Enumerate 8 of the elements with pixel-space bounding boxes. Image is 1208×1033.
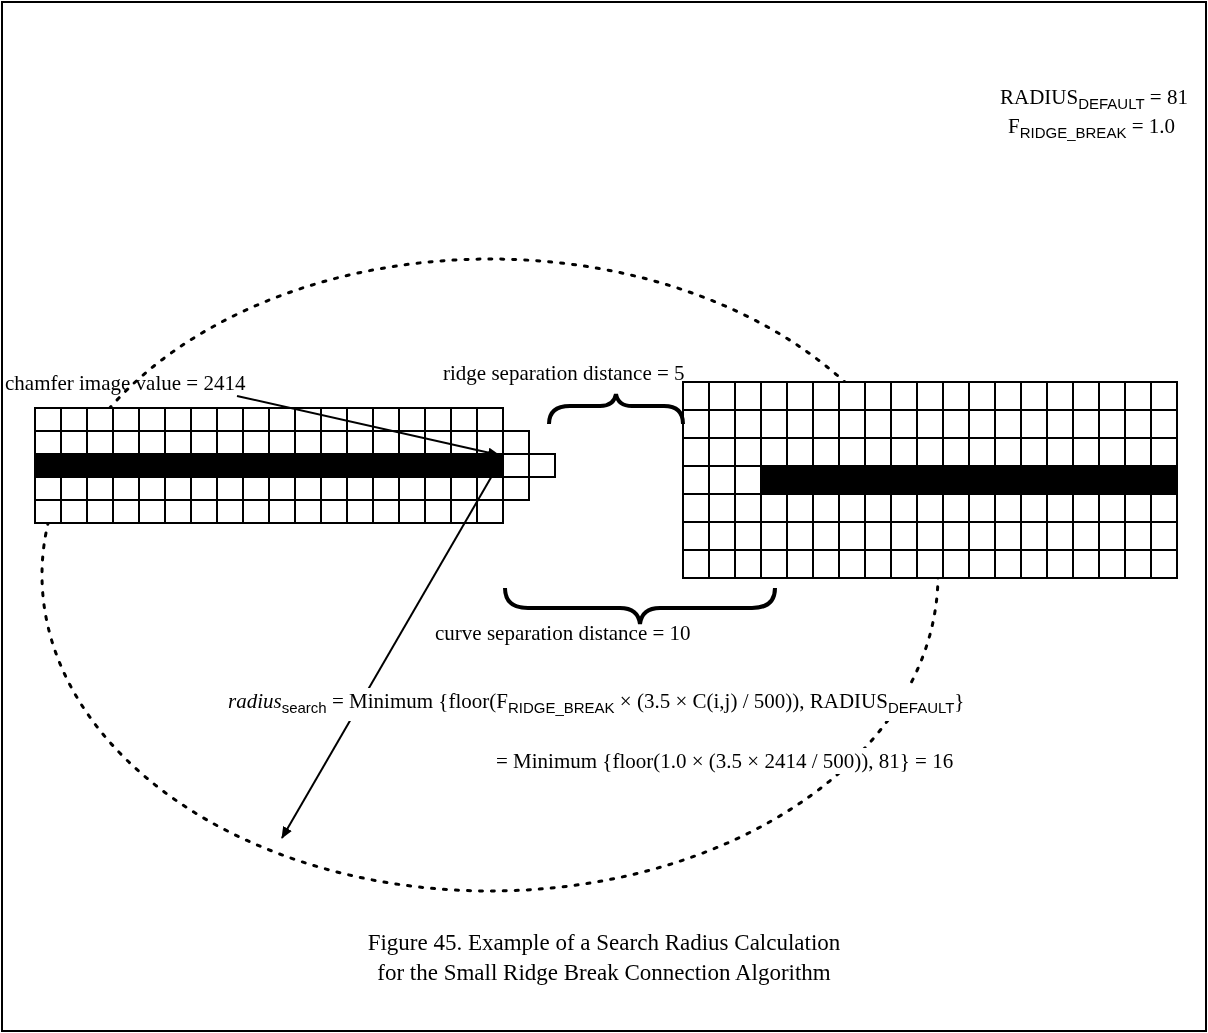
figure-caption: Figure 45. Example of a Search Radius Calculation for the Small Ridge Break Connection Algorithm [366,929,842,987]
dimension-text: ridge separation distance = 5 [443,360,685,386]
formula-text: = Minimum {floor(1.0 × (3.5 × 2414 / 500)), 81} = 16 [496,748,954,774]
ridge-end-cell [477,454,503,477]
dimension-text: curve separation distance = 10 [435,620,691,646]
parameter-text: RADIUS$_{DEFAULT}$ = 81 [1000,84,1188,115]
parameter-text: F$_{RIDGE_BREAK}$ = 1.0 [1008,113,1175,144]
callout-text: chamfer image value = 2414 [5,370,246,396]
